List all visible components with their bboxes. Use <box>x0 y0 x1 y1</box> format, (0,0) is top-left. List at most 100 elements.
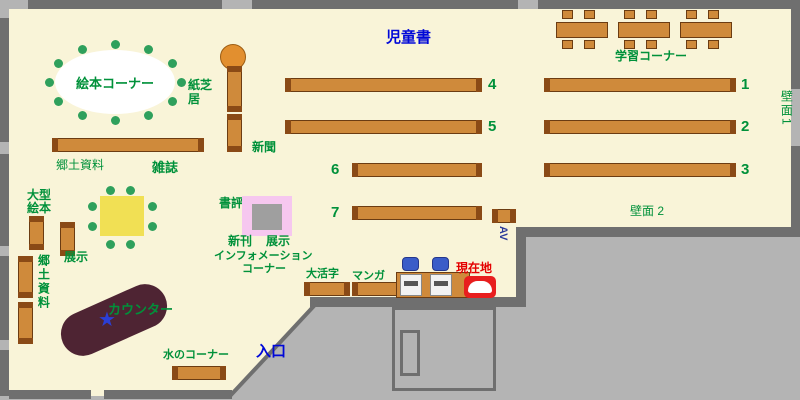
childrens-books-label: 児童書 <box>386 29 432 46</box>
seat-icon <box>54 59 63 68</box>
seat-icon <box>126 186 135 195</box>
seat-icon <box>148 202 157 211</box>
seat-icon <box>78 45 87 54</box>
study-desk <box>556 22 608 38</box>
wall-segment <box>0 350 9 396</box>
kamishibai-stand <box>220 44 246 70</box>
magazines-label: 雑誌 <box>152 160 179 175</box>
display-left-label: 展示 <box>64 250 89 264</box>
shelf-number-3: 3 <box>741 161 750 178</box>
bookshelf-6 <box>352 163 482 177</box>
new-arrivals-label: 新刊 <box>228 234 253 248</box>
shelf-number-4: 4 <box>488 76 497 93</box>
desk-chair <box>708 40 719 49</box>
stool-icon <box>402 257 419 271</box>
desk-chair <box>562 40 573 49</box>
display-center-label: 展示 <box>266 234 291 248</box>
counter-label: カウンター <box>108 302 174 317</box>
desk-chair <box>646 10 657 19</box>
av-label: AV <box>497 226 509 241</box>
large-picture-book-label-1: 大型 <box>27 188 52 202</box>
seat-icon <box>177 78 186 87</box>
reading-table <box>100 196 144 236</box>
wall-segment <box>310 297 518 307</box>
bookshelf-5 <box>285 120 482 134</box>
study-corner-label: 学習コーナー <box>615 49 688 63</box>
water-corner-shelf <box>172 366 226 380</box>
desk-chair <box>708 10 719 19</box>
picture-book-corner-label: 絵本コーナー <box>75 75 154 91</box>
large-picture-book-label-2: 絵本 <box>27 201 52 215</box>
wall-segment <box>516 227 526 307</box>
kamishibai-label: 紙芝居 <box>188 78 213 107</box>
seat-icon <box>111 116 120 125</box>
large-print-label: 大活字 <box>306 268 339 280</box>
bookshelf-7 <box>352 206 482 220</box>
bookshelf <box>18 256 33 298</box>
seat-icon <box>144 45 153 54</box>
local-materials-vertical-label: 郷土資料 <box>36 254 51 310</box>
display-stand-top <box>252 204 282 230</box>
bookshelf <box>227 114 242 152</box>
seat-icon <box>111 40 120 49</box>
seat-icon <box>168 59 177 68</box>
seat-icon <box>144 111 153 120</box>
wall-segment <box>28 0 222 9</box>
entrance-label: 入口 <box>256 343 287 360</box>
seat-icon <box>88 202 97 211</box>
stairwell-outline <box>392 307 496 391</box>
desk-chair <box>624 10 635 19</box>
seat-icon <box>78 111 87 120</box>
wall-1-label: 壁面1 <box>779 90 794 127</box>
bookshelf-2 <box>544 120 736 134</box>
picture-book-corner-area: 絵本コーナー <box>55 50 175 114</box>
book-review-label: 書評 <box>219 196 244 210</box>
wall-segment <box>0 154 9 246</box>
seat-icon <box>126 240 135 249</box>
seat-icon <box>106 186 115 195</box>
bookshelf-3 <box>544 163 736 177</box>
star-icon: ★ <box>98 309 116 331</box>
bookshelf <box>18 302 33 344</box>
wall-segment <box>9 390 91 399</box>
desk-chair <box>584 10 595 19</box>
wall-segment <box>522 227 800 237</box>
bookshelf-1 <box>544 78 736 92</box>
wall-segment <box>252 0 518 9</box>
opac-terminal <box>430 274 452 296</box>
wall-segment <box>0 256 9 340</box>
seat-icon <box>88 222 97 231</box>
study-desk <box>680 22 732 38</box>
bookshelf <box>60 222 75 256</box>
shelf-number-6: 6 <box>331 161 340 178</box>
seat-icon <box>148 222 157 231</box>
shelf-number-5: 5 <box>488 118 497 135</box>
study-desk <box>618 22 670 38</box>
av-shelf <box>492 209 516 223</box>
seat-icon <box>54 97 63 106</box>
seat-icon <box>45 78 54 87</box>
seat-icon <box>106 240 115 249</box>
shelf-number-1: 1 <box>741 76 750 93</box>
information-corner-label-2: コーナー <box>242 263 286 275</box>
wall-segment <box>791 146 800 236</box>
information-corner-label-1: インフォメーション <box>214 250 313 262</box>
current-location-label: 現在地 <box>456 261 493 275</box>
newspaper-label: 新聞 <box>252 140 277 154</box>
opac-terminal <box>400 274 422 296</box>
bookshelf <box>52 138 204 152</box>
stool-icon <box>432 257 449 271</box>
wall-segment <box>0 18 9 142</box>
bookshelf <box>29 216 44 250</box>
wall-segment <box>104 390 232 399</box>
bookshelf <box>352 282 402 296</box>
desk-chair <box>686 10 697 19</box>
seat-icon <box>168 97 177 106</box>
desk-chair <box>646 40 657 49</box>
desk-chair <box>562 10 573 19</box>
water-corner-label: 水のコーナー <box>163 349 229 361</box>
bookshelf <box>227 66 242 112</box>
desk-chair <box>686 40 697 49</box>
current-location-marker <box>464 276 496 298</box>
